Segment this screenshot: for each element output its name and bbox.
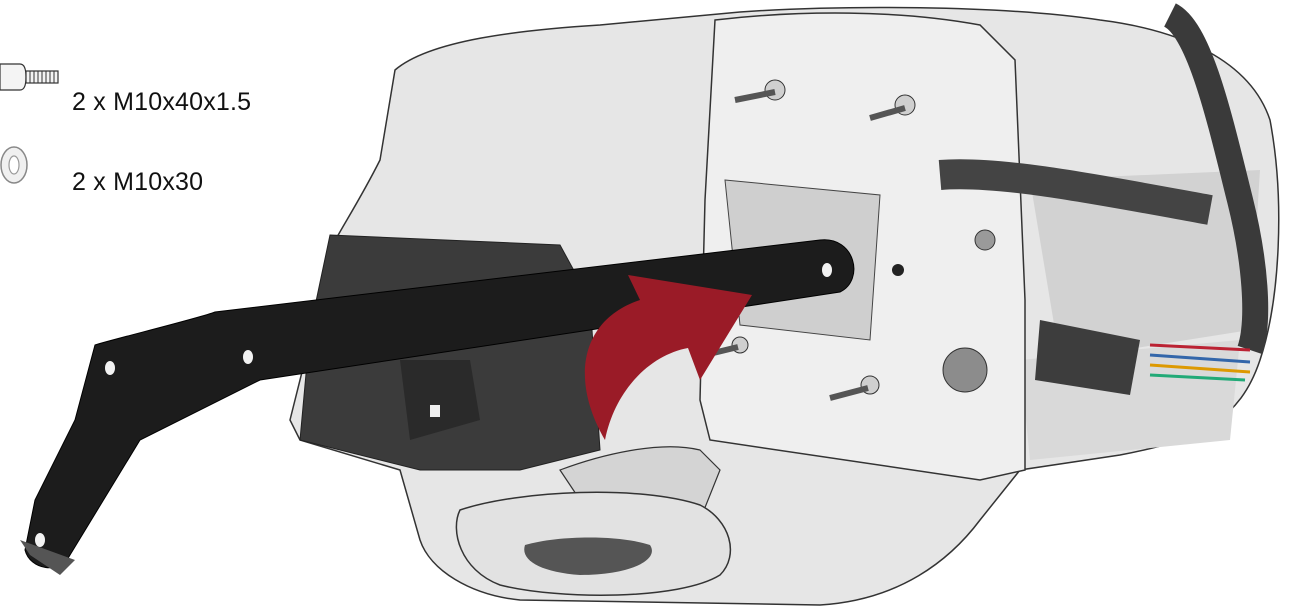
part-row-bolt: 2 x M10x40x1.5 — [72, 76, 251, 128]
bolt-icon — [0, 64, 58, 90]
bolt-quantity-label: 2 x M10x40x1.5 — [72, 88, 251, 117]
bracket-hole — [105, 361, 115, 375]
bracket-hole — [35, 533, 45, 547]
bracket-hole — [822, 263, 832, 277]
washer-quantity-label: 2 x M10x30 — [72, 168, 203, 197]
bracket-hole — [243, 350, 253, 364]
part-row-washer: 2 x M10x30 — [72, 156, 203, 208]
washer-icon — [1, 147, 27, 183]
